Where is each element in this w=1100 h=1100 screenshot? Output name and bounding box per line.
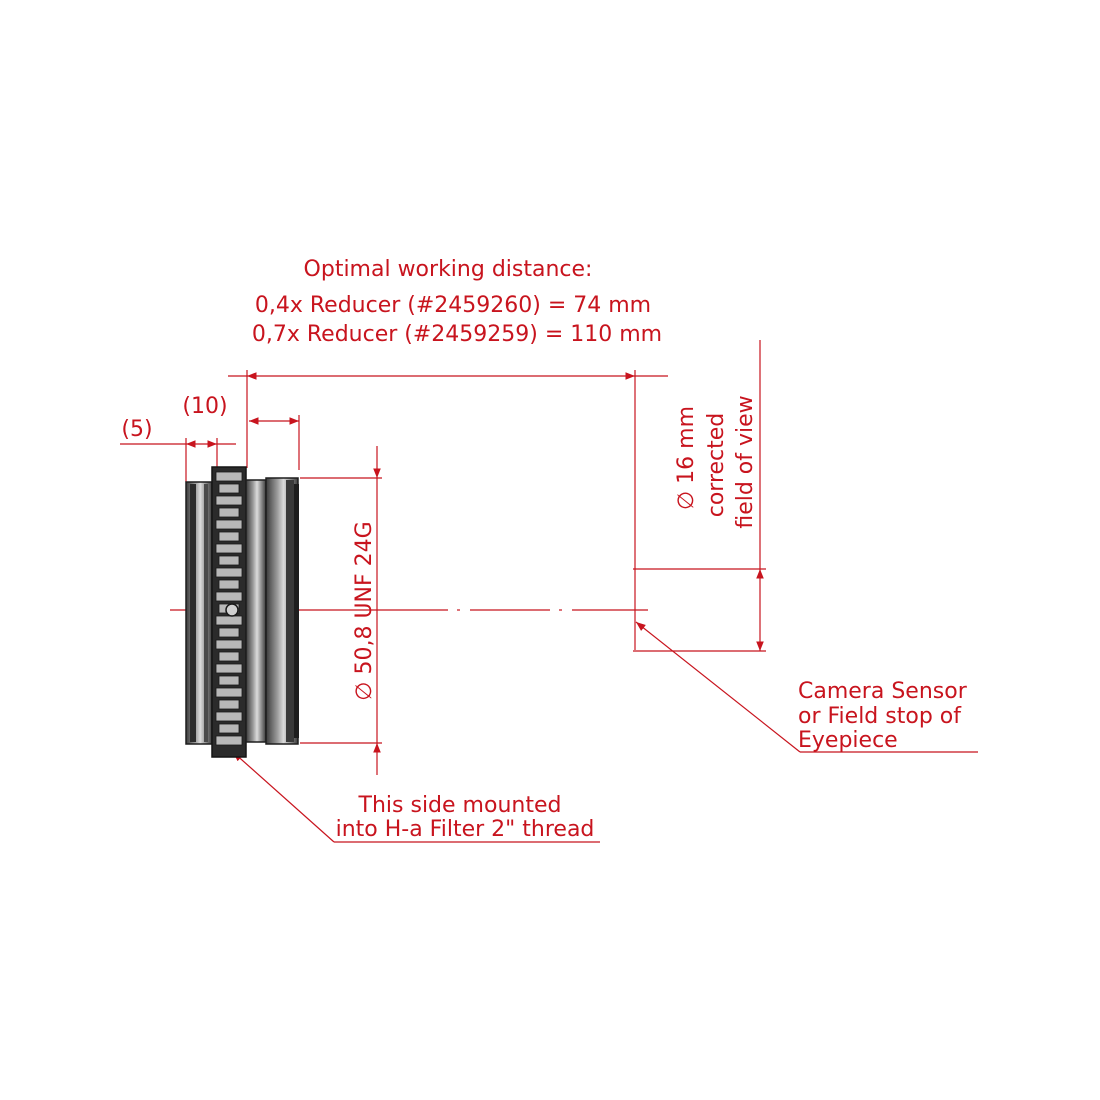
knurl-tooth xyxy=(218,723,240,734)
thread-label: ∅ 50,8 UNF 24G xyxy=(352,521,377,700)
title-text: Optimal working distance: xyxy=(304,257,593,282)
fov-line-1: ∅ 16 mm xyxy=(674,406,699,510)
dim-5-label: (5) xyxy=(121,417,152,442)
dim-5-dimension xyxy=(120,438,236,482)
fov-line-2: corrected xyxy=(704,413,729,518)
knurl-tooth xyxy=(215,663,243,674)
sensor-leader-line xyxy=(635,621,978,753)
knurl-tooth xyxy=(215,639,243,650)
knurl-tooth xyxy=(218,507,240,518)
knurl-tooth xyxy=(218,579,240,590)
dim-10-dimension xyxy=(249,415,300,470)
knurl-tooth xyxy=(218,675,240,686)
dim-10-label: (10) xyxy=(182,394,227,419)
knurl-tooth xyxy=(215,471,243,482)
knurl-tooth xyxy=(215,615,243,626)
knurl-tooth xyxy=(218,651,240,662)
knurl-tooth xyxy=(215,543,243,554)
knurl-tooth xyxy=(215,687,243,698)
knurl-tooth xyxy=(218,627,240,638)
sensor-callout-1: Camera Sensor xyxy=(798,679,968,704)
knurl-tooth xyxy=(215,567,243,578)
knurl-tooth xyxy=(215,495,243,506)
working-distance-dimension xyxy=(228,370,668,650)
knurl-tooth xyxy=(218,483,240,494)
knurl-tooth xyxy=(215,519,243,530)
fov-line-3: field of view xyxy=(733,395,758,528)
reducer-adapter-icon xyxy=(185,466,299,758)
mount-callout-2: into H-a Filter 2" thread xyxy=(336,817,595,842)
knurl-tooth xyxy=(215,735,243,746)
mount-callout-1: This side mounted xyxy=(358,793,562,818)
knurl-tooth xyxy=(215,711,243,722)
field-of-view-dimension xyxy=(633,340,766,652)
reducer-07-text: 0,7x Reducer (#2459259) = 110 mm xyxy=(252,322,662,347)
sensor-callout-3: Eyepiece xyxy=(798,728,898,753)
knurl-tooth xyxy=(215,591,243,602)
knurl-tooth xyxy=(218,555,240,566)
knurl-tooth xyxy=(218,699,240,710)
reducer-04-text: 0,4x Reducer (#2459260) = 74 mm xyxy=(255,293,651,318)
knurl-tooth xyxy=(218,531,240,542)
sensor-callout-2: or Field stop of xyxy=(798,704,962,729)
mount-side-leader-line xyxy=(232,751,600,843)
